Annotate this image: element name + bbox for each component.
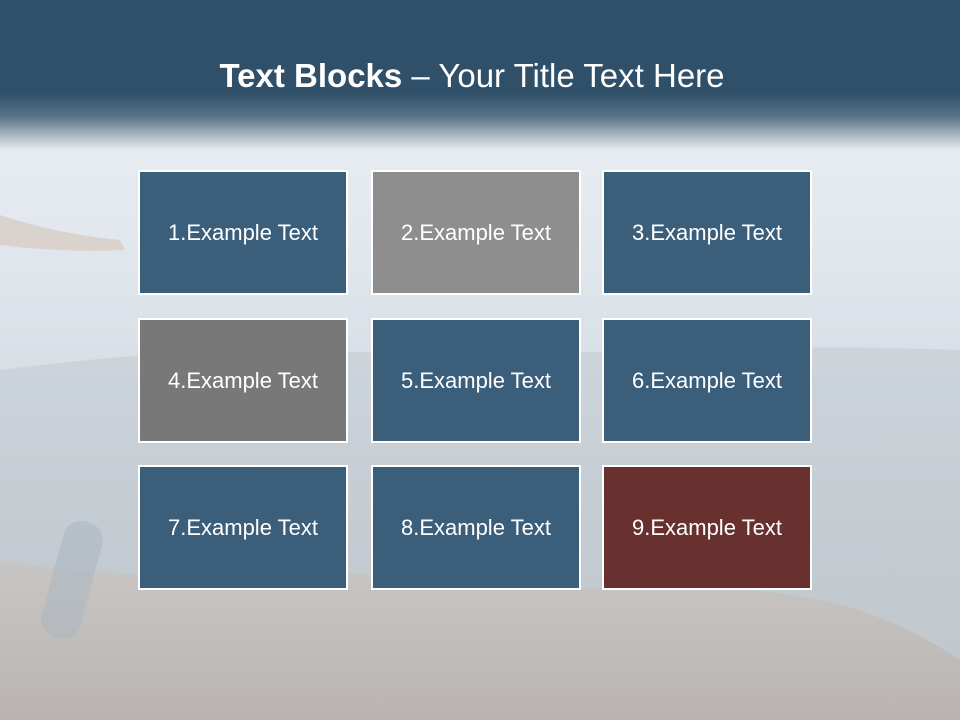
text-block-label: 8.Example Text <box>400 514 551 540</box>
title-rest: Your Title Text Here <box>438 57 725 94</box>
text-block-label: 4.Example Text <box>167 367 318 393</box>
title-bold: Text Blocks <box>219 57 403 94</box>
text-block-label: 9.Example Text <box>631 514 782 540</box>
text-block-1[interactable]: 1.Example Text <box>138 170 348 295</box>
title-bar <box>0 0 960 150</box>
text-block-7[interactable]: 7.Example Text <box>138 465 348 590</box>
text-block-label: 1.Example Text <box>167 219 318 245</box>
text-block-8[interactable]: 8.Example Text <box>371 465 581 590</box>
text-block-label: 5.Example Text <box>400 367 551 393</box>
text-block-label: 6.Example Text <box>631 367 782 393</box>
text-block-5[interactable]: 5.Example Text <box>371 318 581 443</box>
text-block-grid: 1.Example Text 2.Example Text 3.Example … <box>138 170 816 594</box>
text-block-label: 2.Example Text <box>400 219 551 245</box>
text-block-label: 3.Example Text <box>631 219 782 245</box>
text-block-3[interactable]: 3.Example Text <box>602 170 812 295</box>
text-block-2[interactable]: 2.Example Text <box>371 170 581 295</box>
slide-title: Text Blocks – Your Title Text Here <box>0 56 944 96</box>
text-block-6[interactable]: 6.Example Text <box>602 318 812 443</box>
text-block-9[interactable]: 9.Example Text <box>602 465 812 590</box>
title-dash: – <box>402 57 439 94</box>
text-block-label: 7.Example Text <box>167 514 318 540</box>
text-block-4[interactable]: 4.Example Text <box>138 318 348 443</box>
